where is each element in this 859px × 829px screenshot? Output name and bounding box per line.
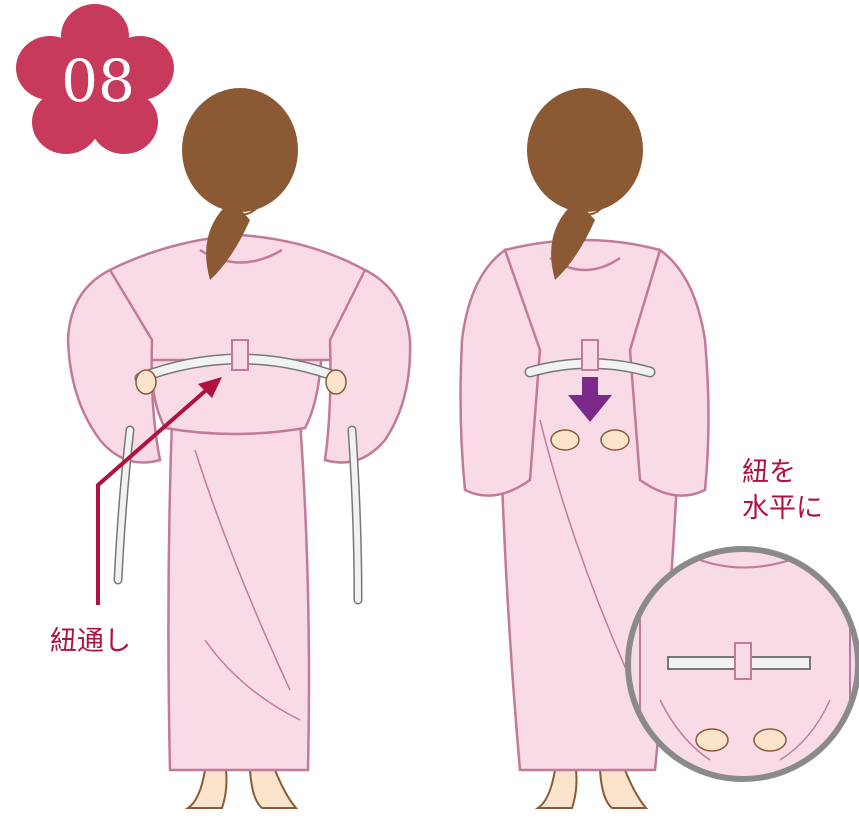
label-cord-threading-text: 紐通し xyxy=(50,626,131,657)
step-number: 08 xyxy=(61,47,135,115)
down-arrow-icon xyxy=(568,377,612,422)
label-cord-horizontal-line2: 水平に xyxy=(742,493,823,524)
zoom-detail xyxy=(625,546,859,782)
label-cord-horizontal: 紐を 水平に xyxy=(742,455,823,527)
label-cord-horizontal-line1: 紐を xyxy=(742,457,796,488)
right-figure xyxy=(459,88,710,809)
sakura-flower-icon xyxy=(16,4,174,154)
label-cord-threading: 紐通し xyxy=(50,624,131,660)
pointer-arrow-icon xyxy=(96,377,222,605)
left-figure xyxy=(66,88,412,809)
